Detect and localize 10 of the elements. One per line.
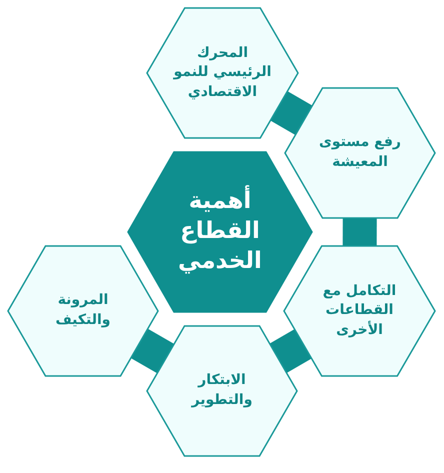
connector-band [270,329,312,374]
hexagon-label: المرونة والتكيف [54,291,112,330]
hexagon-label: رفع مستوى المعيشة [318,133,402,172]
hexagon-label: التكامل مع القطاعات الأخرى [322,282,398,340]
central-title: أهمية القطاع الخدمي [165,187,275,277]
connector-band [130,328,174,374]
hexagon-label: المحرك الرئيسي للنمو الاقتصادي [172,44,272,102]
connector-band [342,218,377,246]
hexagon-label: الابتكار والتطوير [190,371,254,410]
connector-band [270,91,312,136]
